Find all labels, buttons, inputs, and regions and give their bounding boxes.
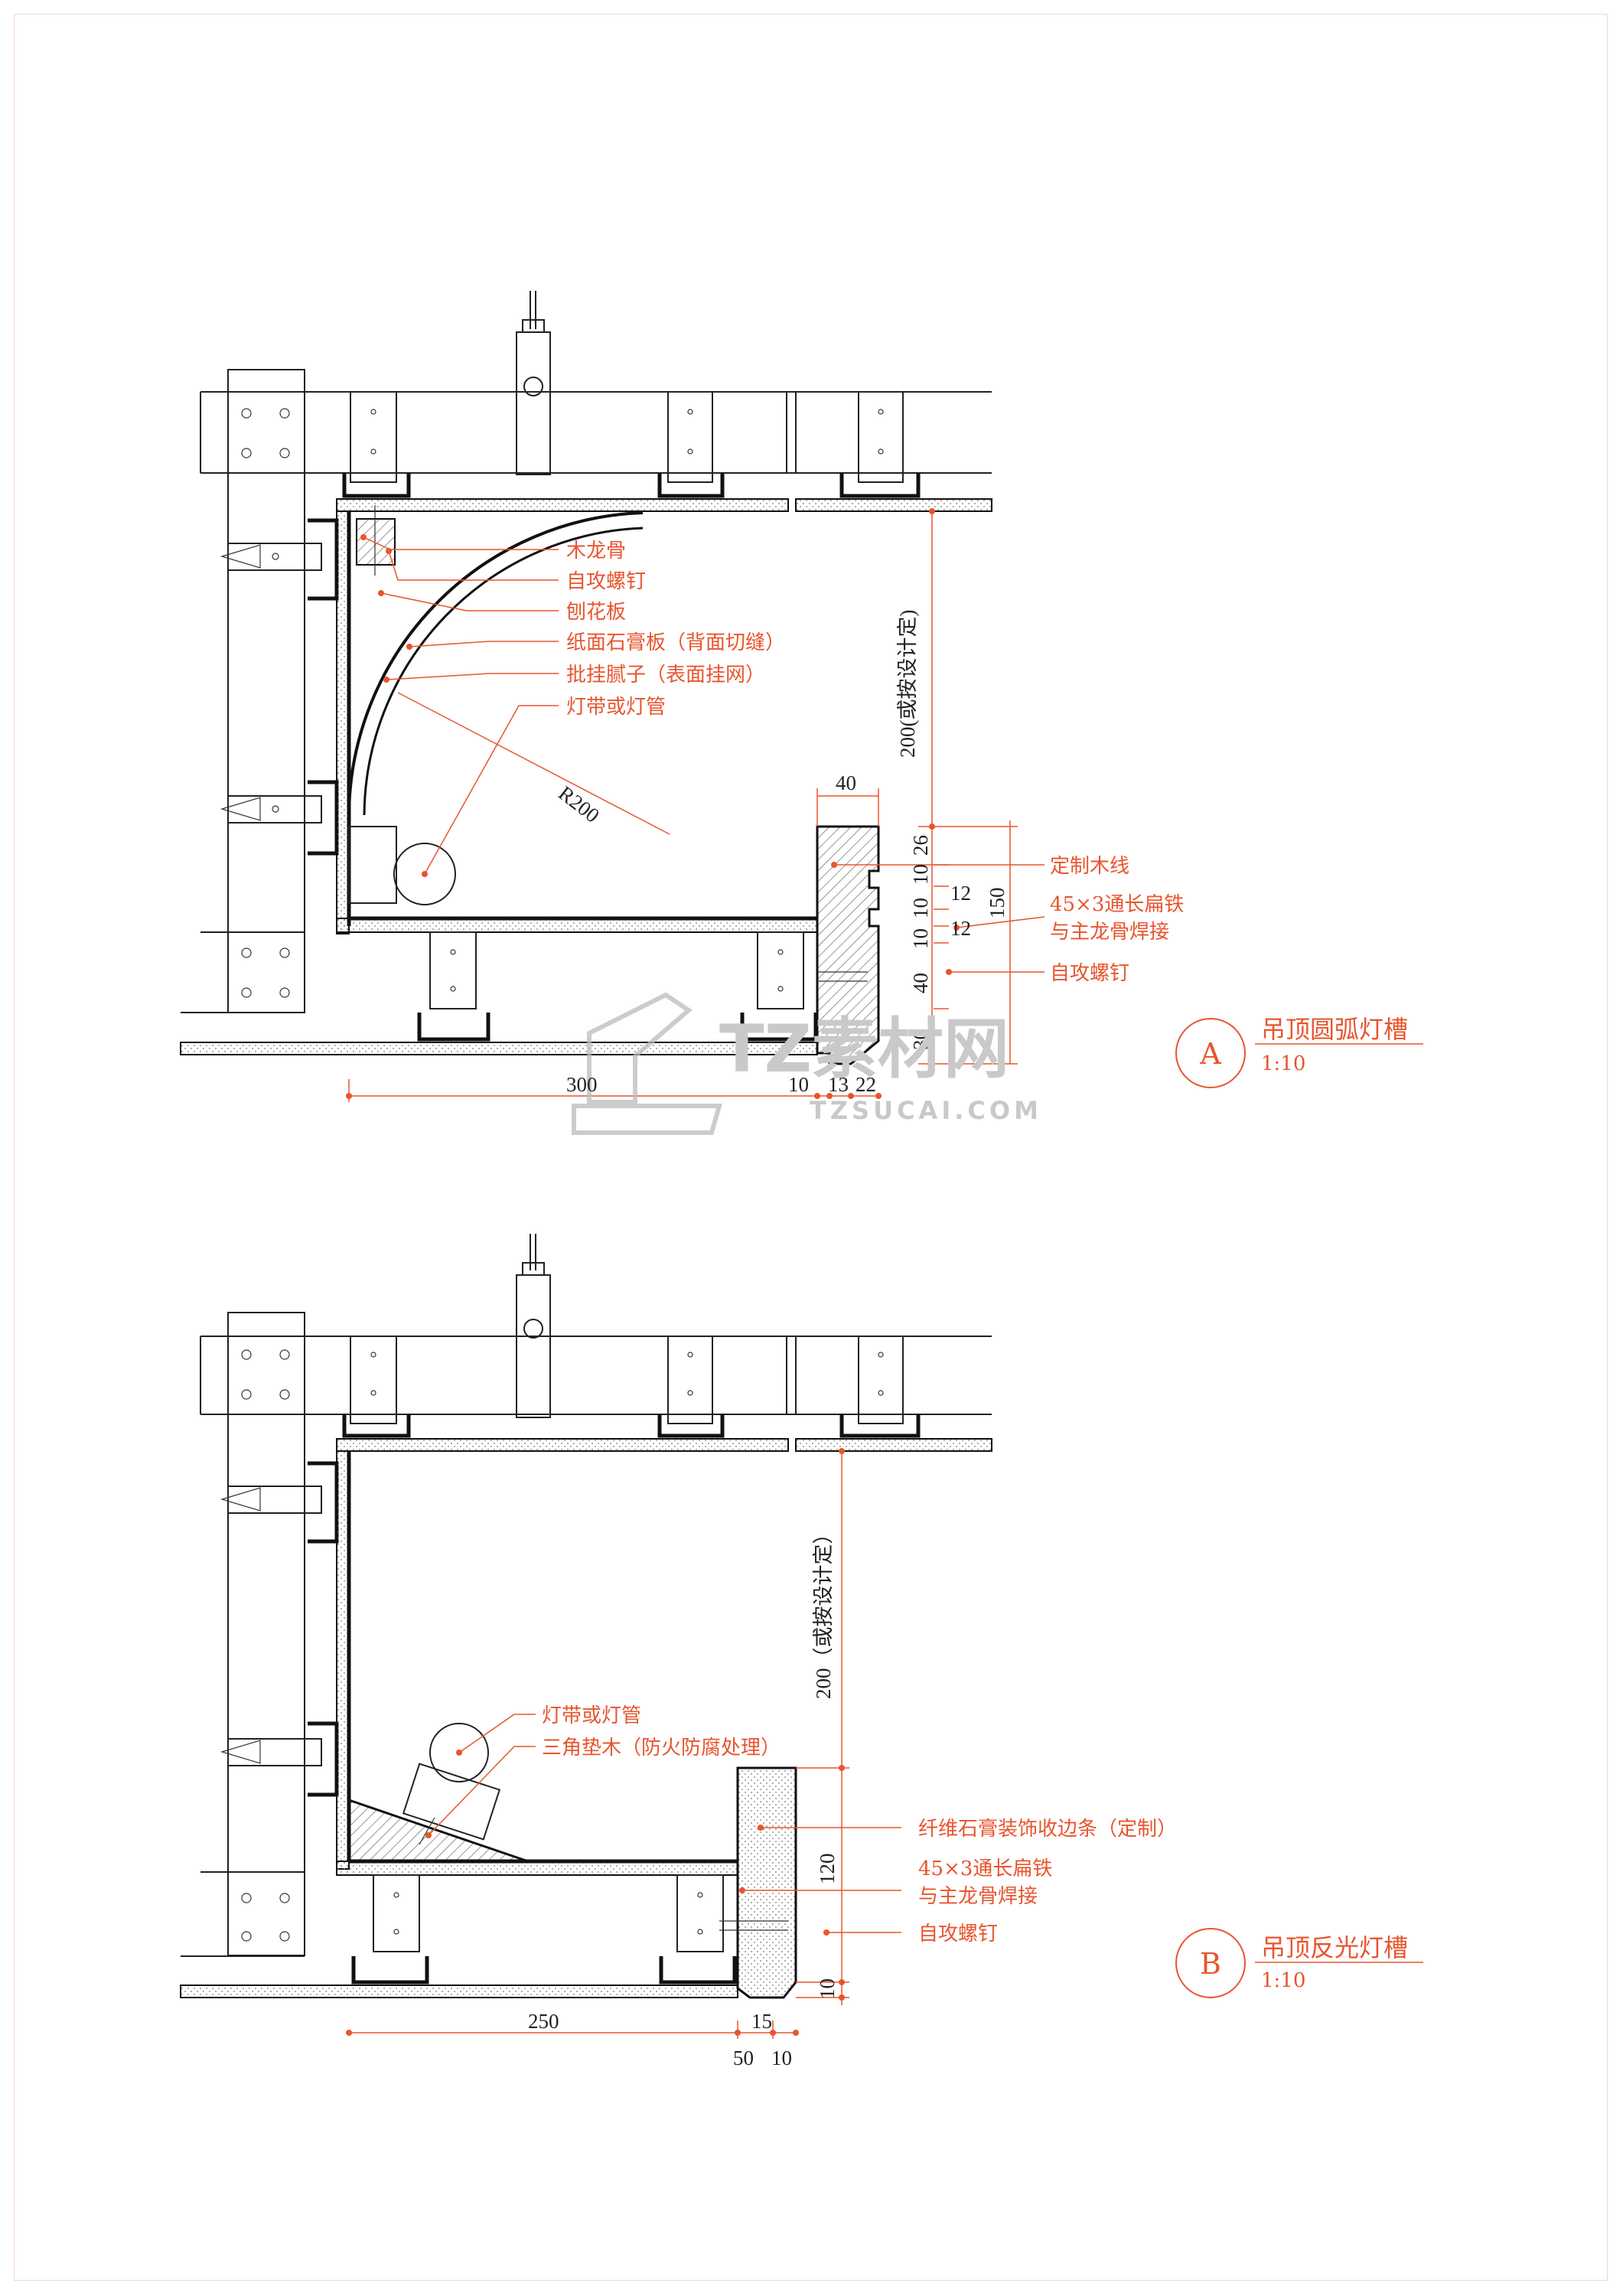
dim-40: 40 <box>836 771 856 794</box>
callout-self-tap-screw: 自攻螺钉 <box>566 570 646 593</box>
dim-b10-b: 10 <box>771 2047 792 2069</box>
dim-120: 120 <box>816 1854 839 1885</box>
vertical-dim-label-b: 200（或按设计定） <box>812 1524 835 1700</box>
reflect-cove-b <box>336 1450 529 1870</box>
bottom-tray-b <box>180 1766 797 1999</box>
dim-250: 250 <box>528 2010 559 2033</box>
callout-light-strip-b: 灯带或灯管 <box>542 1704 641 1727</box>
callout-flat-iron: 45×3通长扁铁 <box>1050 893 1184 916</box>
side-column-b <box>181 1312 339 1957</box>
sheet-border <box>14 14 1608 2281</box>
dim-10c: 10 <box>909 928 932 949</box>
detail-a <box>180 291 1423 1102</box>
detail-b <box>180 1234 1423 2039</box>
dim-10b: 10 <box>909 898 932 918</box>
callout-particle-board: 刨花板 <box>566 601 626 624</box>
callout-weld: 与主龙骨焊接 <box>1050 921 1169 944</box>
dim-10a: 10 <box>909 864 932 885</box>
dim-26: 26 <box>909 835 932 856</box>
top-gypsum-board-a <box>336 498 992 512</box>
main-runner-b <box>200 1336 992 1438</box>
callout-flat-iron-b: 45×3通长扁铁 <box>918 1857 1052 1880</box>
callout-triangle-block: 三角垫木（防火防腐处理） <box>542 1737 781 1760</box>
dim-15: 15 <box>751 2010 772 2033</box>
radius-label: R200 <box>554 781 604 827</box>
callout-screw-b: 自攻螺钉 <box>918 1923 998 1945</box>
title-a: 吊顶圆弧灯槽 <box>1261 1015 1408 1044</box>
marker-b: B <box>1200 1947 1221 1981</box>
dim-50: 50 <box>733 2047 754 2069</box>
bottom-tray-a <box>180 825 880 1065</box>
callout-wood-trim: 定制木线 <box>1050 855 1129 878</box>
dim-10-vert: 10 <box>816 1978 839 1999</box>
hanger-rod-a <box>516 291 551 475</box>
dim-150: 150 <box>986 888 1009 919</box>
callout-wood-joist: 木龙骨 <box>566 540 626 563</box>
callout-fiber-trim: 纤维石膏装饰收边条（定制） <box>918 1818 1177 1841</box>
dim-12a: 12 <box>950 882 971 905</box>
callouts-b <box>346 1448 1423 2039</box>
watermark-logo <box>572 992 722 1135</box>
callout-light-strip: 灯带或灯管 <box>566 696 666 719</box>
dim-b10: 10 <box>788 1073 809 1096</box>
text-layer-b: 灯带或灯管 三角垫木（防火防腐处理） 200（或按设计定） 120 10 250… <box>528 1524 1408 2070</box>
dim-300: 300 <box>566 1073 598 1096</box>
dim-30: 30 <box>909 1029 932 1050</box>
marker-a: A <box>1199 1037 1221 1071</box>
watermark: TZ素材网 TZSUCAI.COM <box>719 1011 1042 1125</box>
vertical-dim-label-a: 200(或按设计定) <box>896 610 919 758</box>
dim-12b: 12 <box>950 917 971 940</box>
callout-screw-right: 自攻螺钉 <box>1050 962 1129 985</box>
scale-a: 1:10 <box>1261 1052 1305 1075</box>
main-runner-a <box>200 391 992 498</box>
callouts-a <box>346 508 1423 1102</box>
callout-gypsum-board: 纸面石膏板（背面切缝） <box>566 631 785 654</box>
callout-putty: 批挂腻子（表面挂网） <box>566 664 765 687</box>
dim-b13: 13 <box>828 1073 849 1096</box>
scale-b: 1:10 <box>1261 1969 1305 1992</box>
watermark-brand: TZ素材网 <box>719 1011 1009 1088</box>
title-b: 吊顶反光灯槽 <box>1261 1933 1408 1962</box>
side-column-a <box>181 369 339 1013</box>
dim-40b: 40 <box>909 973 932 993</box>
hanger-rod-b <box>516 1234 551 1418</box>
dim-b22: 22 <box>855 1073 876 1096</box>
watermark-url: TZSUCAI.COM <box>810 1096 1042 1125</box>
arc-cove-a <box>336 505 644 934</box>
top-gypsum-board-b <box>336 1438 992 1452</box>
callout-weld-b: 与主龙骨焊接 <box>918 1885 1038 1908</box>
